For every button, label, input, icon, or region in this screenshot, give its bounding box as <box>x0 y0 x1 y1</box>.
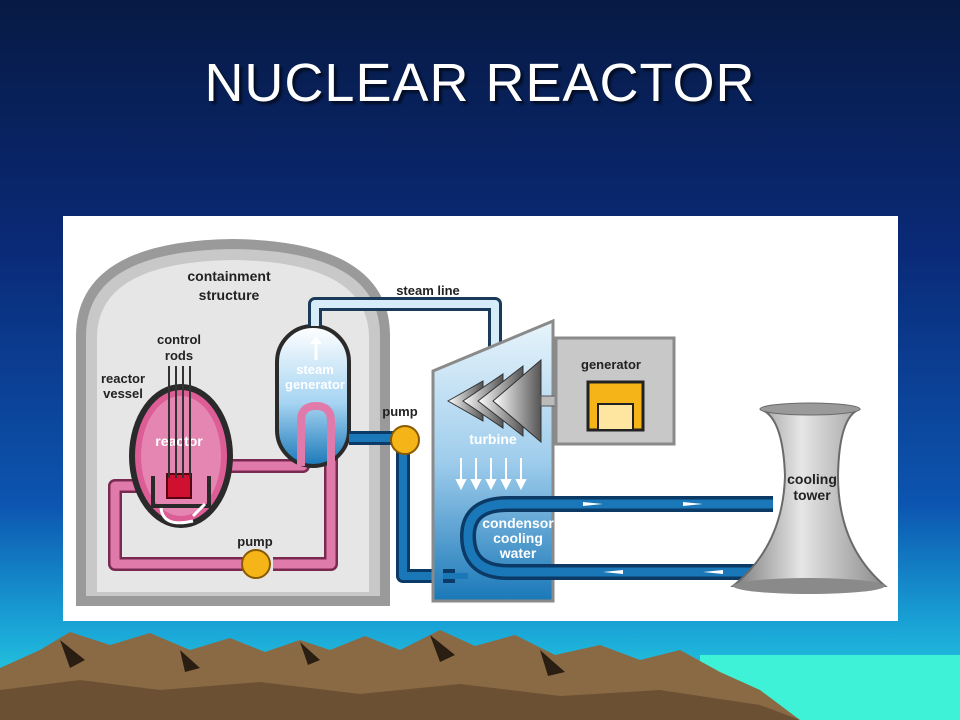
generator-label: generator <box>581 357 641 372</box>
primary-pump-label: pump <box>237 534 272 549</box>
reactor-core <box>166 473 192 499</box>
containment-label-2: structure <box>199 287 260 303</box>
feedwater-pump <box>390 425 420 455</box>
steam-line-label: steam line <box>396 283 460 298</box>
turbine-label: turbine <box>469 431 517 447</box>
primary-pump <box>241 549 271 579</box>
cooling-tower-label-1: cooling <box>787 471 837 487</box>
condenser-cooling-loop <box>460 496 773 580</box>
control-rods-label-2: rods <box>165 348 193 363</box>
feedwater-pump-label: pump <box>382 404 417 419</box>
steam-generator <box>275 324 351 468</box>
cooling-water-arrows <box>583 502 723 574</box>
steam-generator-label-2: generator <box>285 377 345 392</box>
steam-generator-label-1: steam <box>296 362 334 377</box>
condensor-label-2: cooling <box>493 530 543 546</box>
feedwater-line <box>349 431 455 583</box>
diagram-panel: containment structure reactor <box>63 216 898 621</box>
condensor-label-3: water <box>499 545 537 561</box>
reactor-label: reactor <box>155 433 203 449</box>
steam-line <box>308 297 502 356</box>
turbine <box>446 358 542 444</box>
nuclear-reactor-diagram: containment structure reactor <box>76 238 888 606</box>
steam-flow-arrows <box>455 458 527 491</box>
reactor-vessel-label-1: reactor <box>101 371 145 386</box>
containment-label-1: containment <box>187 268 271 284</box>
control-rods-label-1: control <box>157 332 201 347</box>
condensor-label-1: condensor <box>482 515 554 531</box>
cooling-tower-label-2: tower <box>793 487 831 503</box>
reactor-vessel-label-2: vessel <box>103 386 143 401</box>
control-rods <box>168 366 191 478</box>
slide-title: NUCLEAR REACTOR <box>204 53 756 113</box>
